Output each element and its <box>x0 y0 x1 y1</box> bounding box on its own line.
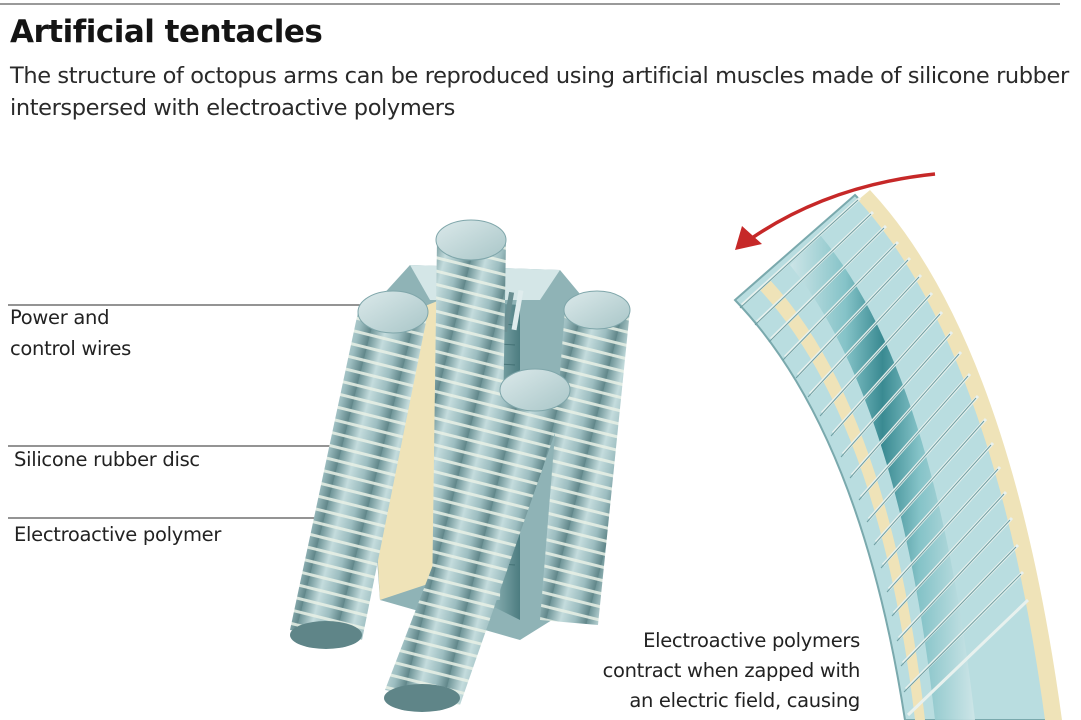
label-power-control-wires: Power and control wires <box>10 302 131 364</box>
bending-direction-arrow <box>735 172 936 250</box>
label-silicone-rubber-disc: Silicone rubber disc <box>14 448 200 471</box>
arrow-head-icon <box>735 226 762 250</box>
label-power-line1: Power and <box>10 306 110 329</box>
graphic-subtitle: The structure of octopus arms can be rep… <box>10 63 1069 121</box>
graphic-title: Artificial tentacles <box>10 14 323 50</box>
tube-front-left <box>290 290 429 649</box>
polymer-layer-outer <box>858 190 1062 720</box>
top-rule <box>0 3 1060 5</box>
label-electroactive-polymer: Electroactive polymer <box>14 523 222 546</box>
tube-front-right <box>384 368 571 712</box>
label-power-line2: control wires <box>10 337 132 360</box>
caption-bending: Electroactive polymers contract when zap… <box>560 626 861 716</box>
bending-arm <box>733 190 1062 720</box>
caption-line2: contract when zapped with <box>602 659 861 682</box>
caption-line1: Electroactive polymers <box>643 629 860 652</box>
caption-line3: an electric field, causing <box>629 689 860 712</box>
